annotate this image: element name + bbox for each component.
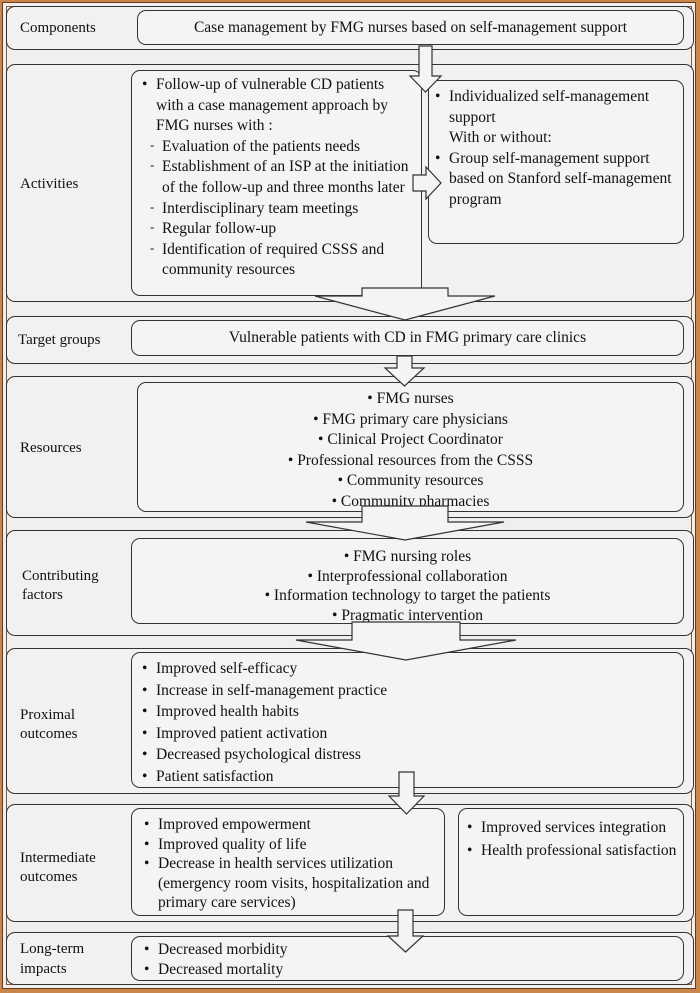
factors-item: FMG nursing roles	[132, 547, 683, 567]
arrow-down-proximal	[387, 771, 426, 815]
intermediate-left-item: Improved quality of life	[144, 835, 438, 855]
activities-right-list-2: Group self-management support based on S…	[435, 149, 677, 211]
label-intermediate-2: outcomes	[20, 869, 78, 885]
arrow-down-resources	[305, 505, 505, 541]
label-resources: Resources	[20, 440, 82, 456]
intermediate-left-item: Decrease in health services utilization …	[144, 854, 438, 913]
arrow-down-target	[383, 355, 426, 387]
activities-sub-item: Regular follow-up	[150, 217, 415, 240]
components-box: Case management by FMG nurses based on s…	[137, 10, 684, 45]
factors-item: Pragmatic intervention	[132, 606, 683, 626]
label-longterm-1: Long-term	[20, 941, 85, 957]
arrow-down-components	[408, 45, 443, 93]
resources-item: FMG nurses	[138, 389, 683, 410]
activities-sub-item: Interdisciplinary team meetings	[150, 197, 415, 220]
label-contributing-factors-2: factors	[22, 587, 63, 603]
activities-right-middle: With or without:	[449, 129, 552, 147]
activities-sub-item: Identification of required CSSS and comm…	[150, 238, 415, 281]
resources-item: Community resources	[138, 471, 683, 492]
arrow-right-activities	[412, 165, 442, 201]
activities-right-item: Individualized self-management support	[435, 87, 677, 128]
arrow-down-activities	[314, 287, 496, 321]
components-text: Case management by FMG nurses based on s…	[193, 19, 628, 36]
label-target-groups: Target groups	[18, 332, 101, 348]
label-proximal-1: Proximal	[20, 707, 75, 723]
target-groups-box: Vulnerable patients with CD in FMG prima…	[131, 320, 684, 356]
intermediate-left-item: Improved empowerment	[144, 815, 438, 835]
activities-right-item: Group self-management support based on S…	[435, 149, 677, 211]
intermediate-right-item: Health professional satisfaction	[467, 840, 677, 863]
label-activities: Activities	[20, 176, 79, 192]
label-longterm-2: impacts	[20, 961, 67, 977]
contributing-factors-box: FMG nursing roles Interprofessional coll…	[131, 538, 684, 624]
contributing-factors-list: FMG nursing roles Interprofessional coll…	[132, 547, 683, 625]
target-groups-text: Vulnerable patients with CD in FMG prima…	[228, 329, 587, 346]
proximal-item: Patient satisfaction	[142, 766, 683, 788]
resources-item: Professional resources from the CSSS	[138, 451, 683, 472]
label-proximal-2: outcomes	[20, 726, 78, 742]
activities-right-list: Individualized self-management support	[435, 87, 677, 128]
intermediate-left-list: Improved empowerment Improved quality of…	[144, 815, 438, 913]
resources-item: FMG primary care physicians	[138, 410, 683, 431]
activities-main-list: Follow-up of vulnerable CD patients with…	[142, 75, 415, 137]
longterm-item: Decreased morbidity	[144, 940, 683, 960]
intermediate-left-box: Improved empowerment Improved quality of…	[131, 808, 445, 916]
factors-item: Information technology to target the pat…	[132, 586, 683, 606]
label-components: Components	[20, 20, 96, 36]
proximal-item: Decreased psychological distress	[142, 744, 683, 766]
resources-item: Clinical Project Coordinator	[138, 430, 683, 451]
intermediate-right-item: Improved services integration	[467, 817, 677, 840]
activities-main-bullet: Follow-up of vulnerable CD patients with…	[142, 75, 415, 137]
activities-left-box: Follow-up of vulnerable CD patients with…	[131, 70, 422, 296]
intermediate-right-list: Improved services integration Health pro…	[467, 817, 677, 862]
intermediate-right-box: Improved services integration Health pro…	[458, 808, 684, 916]
arrow-down-intermediate	[386, 909, 425, 953]
label-contributing-factors-1: Contributing	[22, 568, 99, 584]
label-intermediate-1: Intermediate	[20, 850, 96, 866]
proximal-outcomes-list: Improved self-efficacy Increase in self-…	[142, 658, 683, 787]
proximal-item: Increase in self-management practice	[142, 680, 683, 702]
activities-right-box: Individualized self-management support W…	[428, 80, 684, 244]
activities-sub-list: Evaluation of the patients needs Establi…	[150, 135, 415, 281]
factors-item: Interprofessional collaboration	[132, 567, 683, 587]
activities-sub-item: Evaluation of the patients needs	[150, 135, 415, 158]
long-term-list: Decreased morbidity Decreased mortality	[144, 940, 683, 979]
longterm-item: Decreased mortality	[144, 960, 683, 980]
proximal-item: Improved self-efficacy	[142, 658, 683, 680]
proximal-item: Improved patient activation	[142, 723, 683, 745]
activities-sub-item: Establishment of an ISP at the initiatio…	[150, 155, 415, 198]
arrow-down-factors	[295, 621, 517, 661]
proximal-item: Improved health habits	[142, 701, 683, 723]
